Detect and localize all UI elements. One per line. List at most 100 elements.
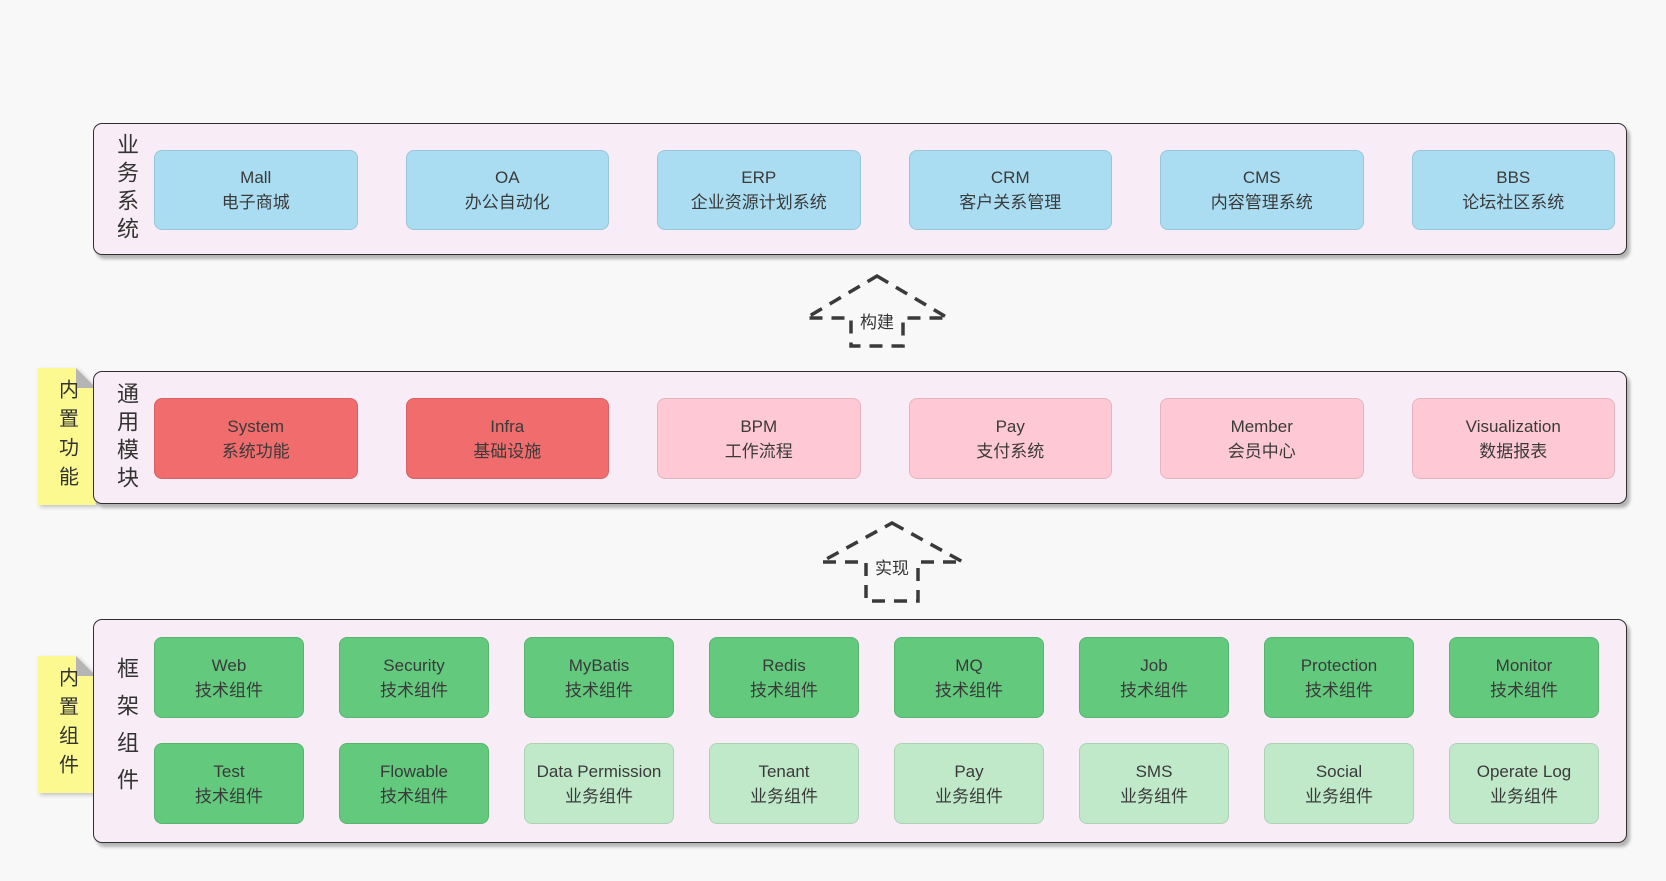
box-cms: CMS 内容管理系统 [1160,150,1364,230]
box-grid-business-systems: Mall 电子商城 OA 办公自动化 ERP 企业资源计划系统 CRM 客户关系管理 CMS 内容… [154,150,1615,230]
box-subtitle: 论坛社区系统 [1462,193,1565,212]
box-subtitle: 内容管理系统 [1210,193,1313,212]
box-title: Infra [490,416,525,436]
box-erp: ERP 企业资源计划系统 [657,150,861,230]
box-title: OA [494,168,520,187]
box-web: Web 技术组件 [154,637,304,718]
box-title: SMS [1135,761,1173,781]
box-security: Security 技术组件 [339,637,489,718]
box-subtitle: 技术组件 [380,786,448,806]
box-title: Tenant [758,761,810,781]
sticky-note-paper [38,368,96,505]
box-title: BPM [740,416,778,436]
box-title: Security [383,655,445,675]
box-subtitle: 会员中心 [1227,441,1296,461]
arrow-label-implement: 实现 [868,556,916,582]
box-title: Redis [762,655,806,675]
box-title: ERP [741,168,777,187]
box-infra: Infra 基础设施 [405,398,609,479]
box-protection: Protection 技术组件 [1264,637,1414,718]
dashed-up-arrow-icon [802,273,952,348]
box-title: Web [211,655,247,675]
box-subtitle: 技术组件 [935,680,1003,700]
box-subtitle: 技术组件 [1305,680,1373,700]
dashed-up-arrow-icon [820,521,964,603]
box-title: Monitor [1495,655,1553,675]
box-subtitle: 技术组件 [750,680,818,700]
box-subtitle: 技术组件 [565,680,633,700]
box-subtitle: 业务组件 [1120,786,1188,806]
box-flowable: Flowable 技术组件 [339,743,489,824]
box-test: Test 技术组件 [154,743,304,824]
box-subtitle: 业务组件 [1490,786,1558,806]
box-visualization: Visualization 数据报表 [1411,398,1615,479]
box-title: Operate Log [1476,761,1572,781]
sticky-note-built-in-components: 内置组件 [38,656,96,793]
box-title: Mall [240,168,272,187]
box-pay: Pay 业务组件 [894,743,1044,824]
box-subtitle: 技术组件 [1120,680,1188,700]
box-redis: Redis 技术组件 [709,637,859,718]
box-title: MyBatis [568,655,630,675]
box-subtitle: 客户关系管理 [959,193,1062,212]
box-title: CRM [990,168,1030,187]
box-subtitle: 技术组件 [380,680,448,700]
box-crm: CRM 客户关系管理 [908,150,1112,230]
box-title: Protection [1300,655,1378,675]
panel-business-systems: 业务系统 Mall 电子商城 OA 办公自动化 ERP 企业资源计划系统 CRM 客户关系管理… [93,123,1627,255]
box-subtitle: 技术组件 [1490,680,1558,700]
box-subtitle: 技术组件 [195,680,263,700]
box-subtitle: 企业资源计划系统 [690,193,827,212]
arrow-label-build: 构建 [853,310,901,336]
sticky-note-paper [38,656,96,793]
box-title: System [227,416,285,436]
box-subtitle: 业务组件 [565,786,633,806]
panel-label-framework-components: 框架组件 [114,657,139,805]
box-title: MQ [955,655,983,675]
box-subtitle: 电子商城 [221,193,290,212]
box-subtitle: 技术组件 [195,786,263,806]
box-job: Job 技术组件 [1079,637,1229,718]
box-title: Social [1315,761,1363,781]
box-subtitle: 业务组件 [1305,786,1373,806]
box-monitor: Monitor 技术组件 [1449,637,1599,718]
box-subtitle: 办公自动化 [464,193,550,212]
box-title: CMS [1242,168,1281,187]
box-subtitle: 业务组件 [935,786,1003,806]
box-subtitle: 业务组件 [750,786,818,806]
box-subtitle: 基础设施 [473,441,542,461]
box-title: Visualization [1465,416,1561,436]
box-title: Pay [995,416,1025,436]
box-member: Member 会员中心 [1160,398,1364,479]
box-operate-log: Operate Log 业务组件 [1449,743,1599,824]
box-system: System 系统功能 [154,398,358,479]
box-tenant: Tenant 业务组件 [709,743,859,824]
box-title: Flowable [379,761,449,781]
box-bpm: BPM 工作流程 [657,398,861,479]
box-title: Job [1140,655,1168,675]
box-mall: Mall 电子商城 [154,150,358,230]
box-subtitle: 系统功能 [221,441,290,461]
box-data-permission: Data Permission 业务组件 [524,743,674,824]
box-title: Data Permission [536,761,662,781]
box-sms: SMS 业务组件 [1079,743,1229,824]
sticky-note-built-in-features: 内置功能 [38,368,96,505]
box-subtitle: 工作流程 [724,441,793,461]
panel-label-common-modules: 通用模块 [114,381,139,494]
sticky-note-label: 内置组件 [55,666,78,783]
box-mybatis: MyBatis 技术组件 [524,637,674,718]
box-title: Pay [954,761,984,781]
panel-label-business-systems: 业务系统 [114,133,139,245]
box-social: Social 业务组件 [1264,743,1414,824]
box-title: Test [213,761,245,781]
box-mq: MQ 技术组件 [894,637,1044,718]
box-title: Member [1230,416,1293,436]
box-subtitle: 数据报表 [1479,441,1548,461]
